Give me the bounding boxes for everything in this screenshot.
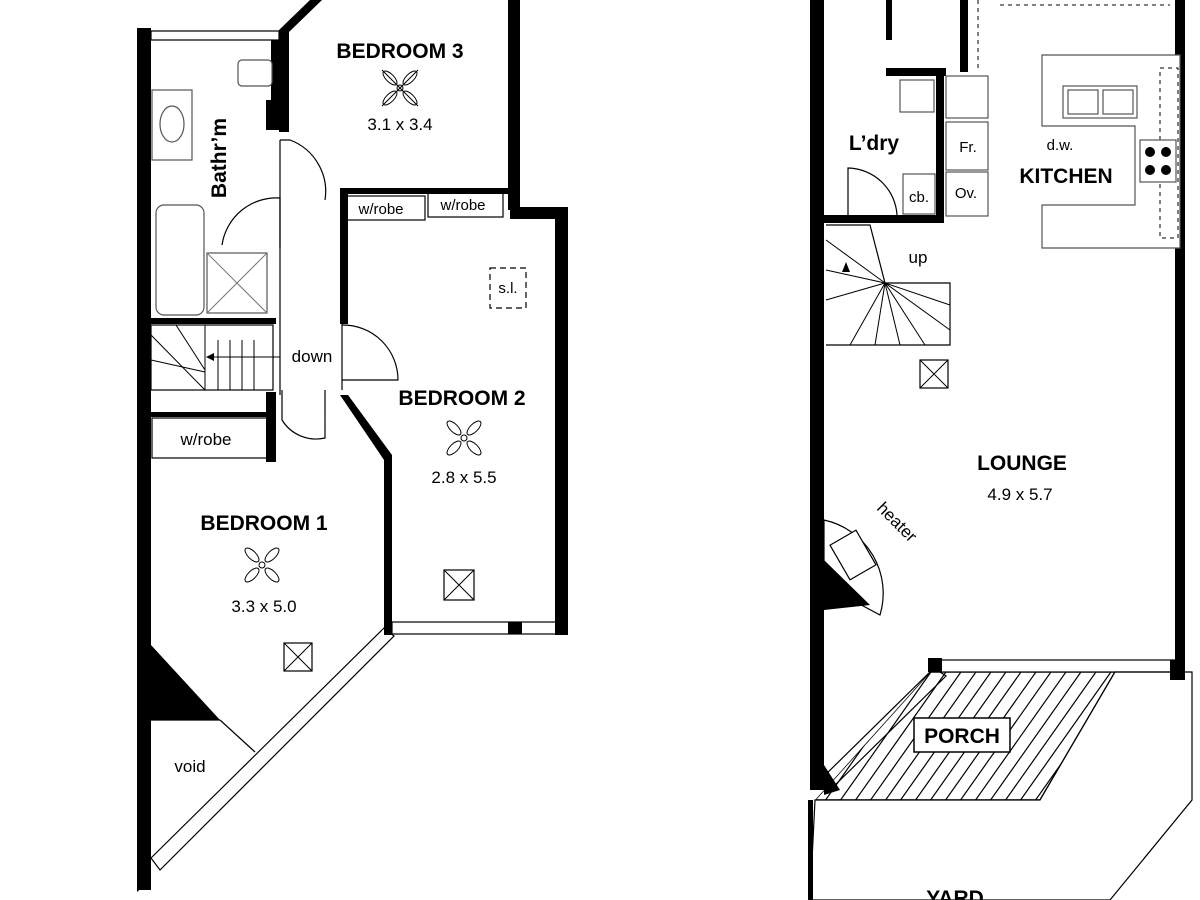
porch-label-box [913,717,1011,753]
bathtub-icon [155,204,205,316]
wardrobe-c-label: w/robe [179,430,231,449]
hall-outline [279,140,343,395]
light-fitting-icon [443,569,475,601]
lounge-right-wall [1175,0,1185,680]
basin [159,105,185,143]
bedroom1-window [150,627,395,871]
wardrobe-c-top-wall [151,412,276,417]
bathroom-window [150,30,280,41]
ground-floor: cb. L’dry Fr. Ov. d.w. KITCHEN [808,0,1193,900]
window-post [928,658,942,672]
bedroom1-name: BEDROOM 1 [200,512,328,535]
upper-partition-2 [960,0,968,72]
arrow-up-icon [842,262,850,272]
bedroom3-dims: 3.1 x 3.4 [367,115,432,134]
bedroom2-angled-wall [340,395,392,635]
wardrobe-top-wall [340,188,520,194]
skylight-icon [489,267,527,309]
laundry-tub-icon [899,79,935,113]
bedroom3-left-wall [279,0,322,132]
oven-label: Ov. [955,185,977,202]
lounge-window [933,659,1180,673]
ceiling-fan-icon [244,547,280,583]
laundry-top-wall [886,68,946,76]
stairs-down-label: down [292,347,333,366]
fridge [945,121,989,171]
lounge-name: LOUNGE [977,452,1067,475]
sliding-door [817,667,947,791]
window-post-2 [1170,660,1184,680]
ceiling-fan-icon [381,69,419,107]
bedroom1-corner-fill [151,645,220,720]
bathroom-wall-segment [266,100,280,130]
stairs-down [150,324,280,391]
yard-outline [809,671,1193,900]
bedroom2-window [391,621,558,635]
laundry-bottom-wall [824,215,944,223]
wardrobe-a-label: w/robe [357,201,403,218]
cupboard [902,173,936,215]
lounge-dims: 4.9 x 5.7 [987,485,1052,504]
bathroom-right-wall [271,40,279,100]
kitchen-name: KITCHEN [1019,165,1112,188]
bedroom2-name: BEDROOM 2 [398,387,525,410]
lounge-left-wall [810,0,824,790]
window-mullion [508,622,522,634]
stairs-up [825,224,951,346]
left-outer-wall [137,28,151,890]
sink-bowl-2 [1102,89,1134,115]
hall-doors [221,139,399,440]
yard-label: YARD [926,887,984,900]
stairs-up-label: up [909,248,928,267]
dishwasher-label: d.w. [1047,137,1074,154]
upper-partition [886,0,892,40]
hall-wall [266,392,276,462]
cooktop-icon [1139,139,1177,183]
light-fitting-icon [919,359,949,389]
upper-floor: w/robe w/robe Bathr’m [137,0,568,892]
bedroom2-right-wall [555,207,568,635]
porch-label: PORCH [924,725,1000,748]
bedroom1-dims: 3.3 x 5.0 [231,597,296,616]
heater-icon [823,519,884,616]
cupboard-label: cb. [909,189,929,206]
skylight-label: s.l. [498,280,517,297]
laundry-door [847,167,898,216]
sink-bowl [1067,89,1099,115]
bathroom-bottom-wall [151,318,276,324]
fridge-label: Fr. [959,139,977,156]
wardrobe-b [427,192,504,218]
ceiling-fan-icon [446,420,482,456]
bedroom3-right-wall [508,0,520,210]
laundry-label: L’dry [849,132,900,155]
laundry-right-wall [936,68,944,218]
heater-label: heater [873,498,921,546]
bedroom3-name: BEDROOM 3 [336,40,463,63]
bedroom2-top-wall [510,207,568,219]
bedroom2-left-wall [340,194,348,324]
bench-top [945,75,989,119]
light-fitting-icon [283,642,313,672]
toilet-cistern [237,59,273,87]
oven [945,171,989,217]
wardrobe-b-label: w/robe [439,197,485,214]
bedroom2-dims: 2.8 x 5.5 [431,468,496,487]
yard-wall [808,800,813,900]
left-corner-wall [137,862,151,892]
bathroom-label: Bathr’m [208,118,231,198]
void-label: void [174,757,205,776]
